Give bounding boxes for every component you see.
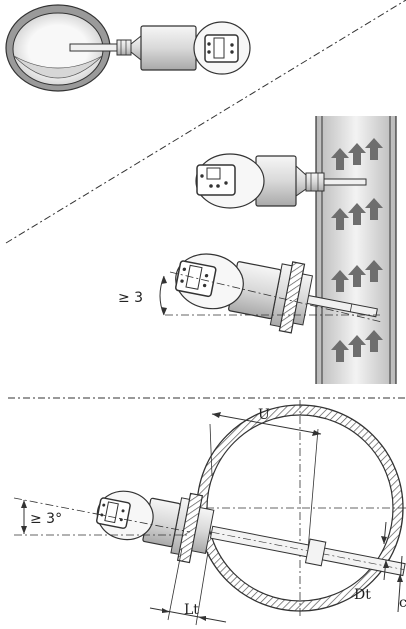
diagonal-divider (5, 0, 406, 244)
tilt-angle-label-bottom: ≥ 3° (30, 511, 62, 527)
sensor-pipe-insertion (96, 490, 406, 577)
svg-text:Lt: Lt (184, 602, 199, 618)
svg-text:Dt: Dt (354, 587, 371, 603)
dimension-dt: Dt (354, 521, 389, 603)
pipe-cross-section-large (190, 400, 406, 616)
pipe-cross-section-top (5, 4, 111, 92)
tilt-angle-label-top: ≥ 3 (118, 290, 143, 306)
sensor-display-icon (174, 253, 244, 310)
dimension-u: U (209, 407, 322, 551)
sensor-housing-top (140, 25, 197, 71)
sensor-display-icon (96, 490, 154, 541)
sensor-horizontal-mount (195, 153, 367, 209)
sensor-display-icon (195, 153, 265, 209)
svg-text:U: U (258, 407, 270, 423)
dimension-d-partial: c (397, 555, 406, 613)
probe-rod-top (69, 43, 119, 52)
sensor-tilted-flange-mount (174, 253, 378, 334)
dimension-lt: Lt (149, 547, 227, 626)
svg-text:c: c (399, 595, 406, 611)
sensor-display-icon (193, 21, 251, 75)
